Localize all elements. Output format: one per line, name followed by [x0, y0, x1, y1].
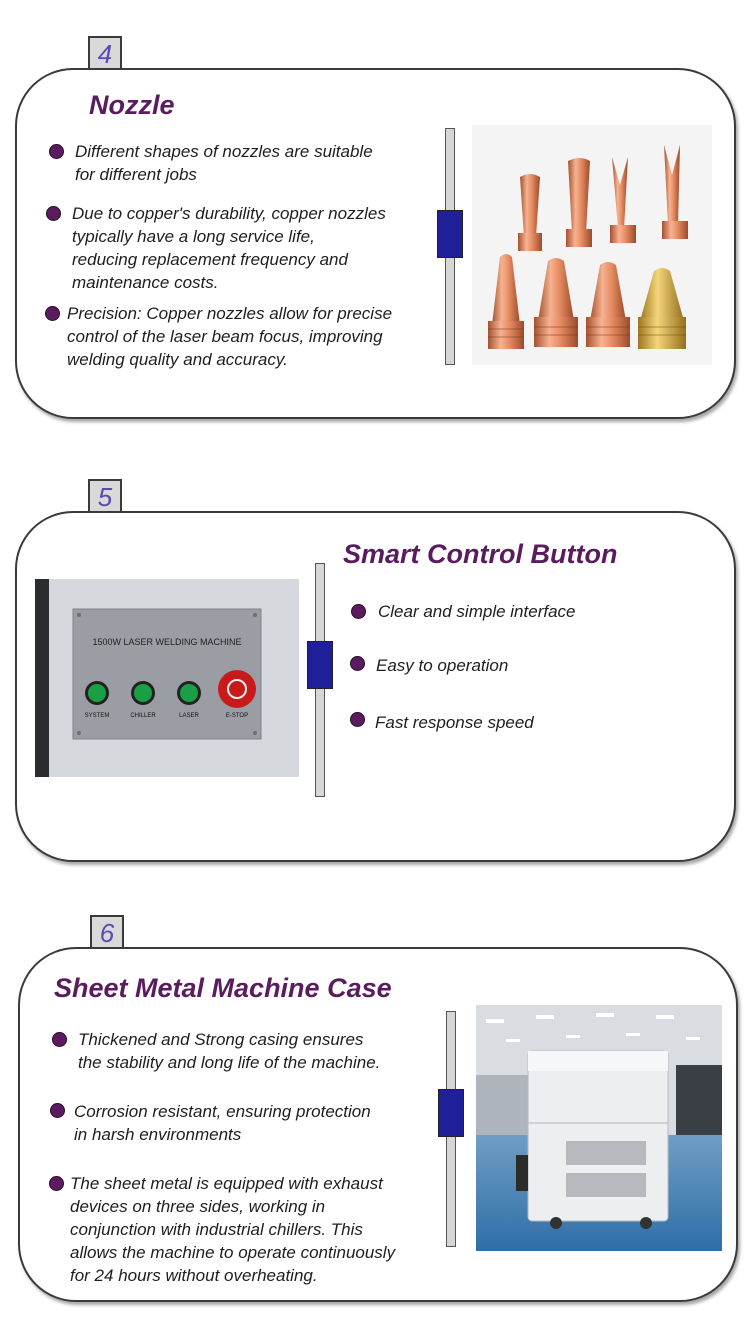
bullet-text: Thickened and Strong casing ensures the … — [78, 1030, 381, 1072]
bullet-text: Clear and simple interface — [378, 602, 576, 621]
bullet-dot-icon — [350, 712, 365, 727]
bullet-text: Fast response speed — [375, 713, 534, 732]
bullet-text: The sheet metal is equipped with exhaust… — [70, 1174, 396, 1285]
bullet-dot-icon — [52, 1032, 67, 1047]
bullet-dot-icon — [49, 1176, 64, 1191]
machine-case-photo — [476, 1005, 722, 1251]
bullet-dot-icon — [45, 306, 60, 321]
control-panel-photo: 1500W LASER WELDING MACHINE SYSTEM CHILL… — [35, 579, 299, 777]
slider-handle[interactable] — [438, 1089, 464, 1137]
nozzle-card: Nozzle Different shapes of nozzles are s… — [15, 68, 736, 419]
slider-handle[interactable] — [437, 210, 463, 258]
slider-handle[interactable] — [307, 641, 333, 689]
bullet-dot-icon — [351, 604, 366, 619]
bullet-text: Due to copper's durability, copper nozzl… — [72, 204, 386, 292]
copper-nozzles-photo — [472, 125, 712, 365]
system-button-label: SYSTEM — [84, 713, 110, 719]
bullet-text: Easy to operation — [376, 656, 509, 675]
chiller-button-label: CHILLER — [130, 713, 156, 719]
section-number-tab: 4 — [88, 36, 122, 69]
section-title: Smart Control Button — [343, 539, 618, 569]
control-button-card: Smart Control Button 1500W LASER WELDING… — [15, 511, 736, 862]
machine-case-card: Sheet Metal Machine Case Thickened and S… — [18, 947, 738, 1302]
bullet-dot-icon — [350, 656, 365, 671]
bullet-dot-icon — [50, 1103, 65, 1118]
section-number-tab: 5 — [88, 479, 122, 512]
estop-button-label: E-STOP — [225, 713, 249, 719]
bullet-text: Different shapes of nozzles are suitable… — [75, 142, 373, 184]
section-title: Nozzle — [89, 90, 175, 120]
laser-button-label: LASER — [179, 713, 199, 719]
panel-label: 1500W LASER WELDING MACHINE — [92, 637, 242, 647]
bullet-dot-icon — [46, 206, 61, 221]
bullet-dot-icon — [49, 144, 64, 159]
section-number-tab: 6 — [90, 915, 124, 948]
bullet-text: Precision: Copper nozzles allow for prec… — [67, 304, 393, 369]
section-title: Sheet Metal Machine Case — [54, 973, 392, 1003]
bullet-text: Corrosion resistant, ensuring protection… — [74, 1102, 371, 1144]
